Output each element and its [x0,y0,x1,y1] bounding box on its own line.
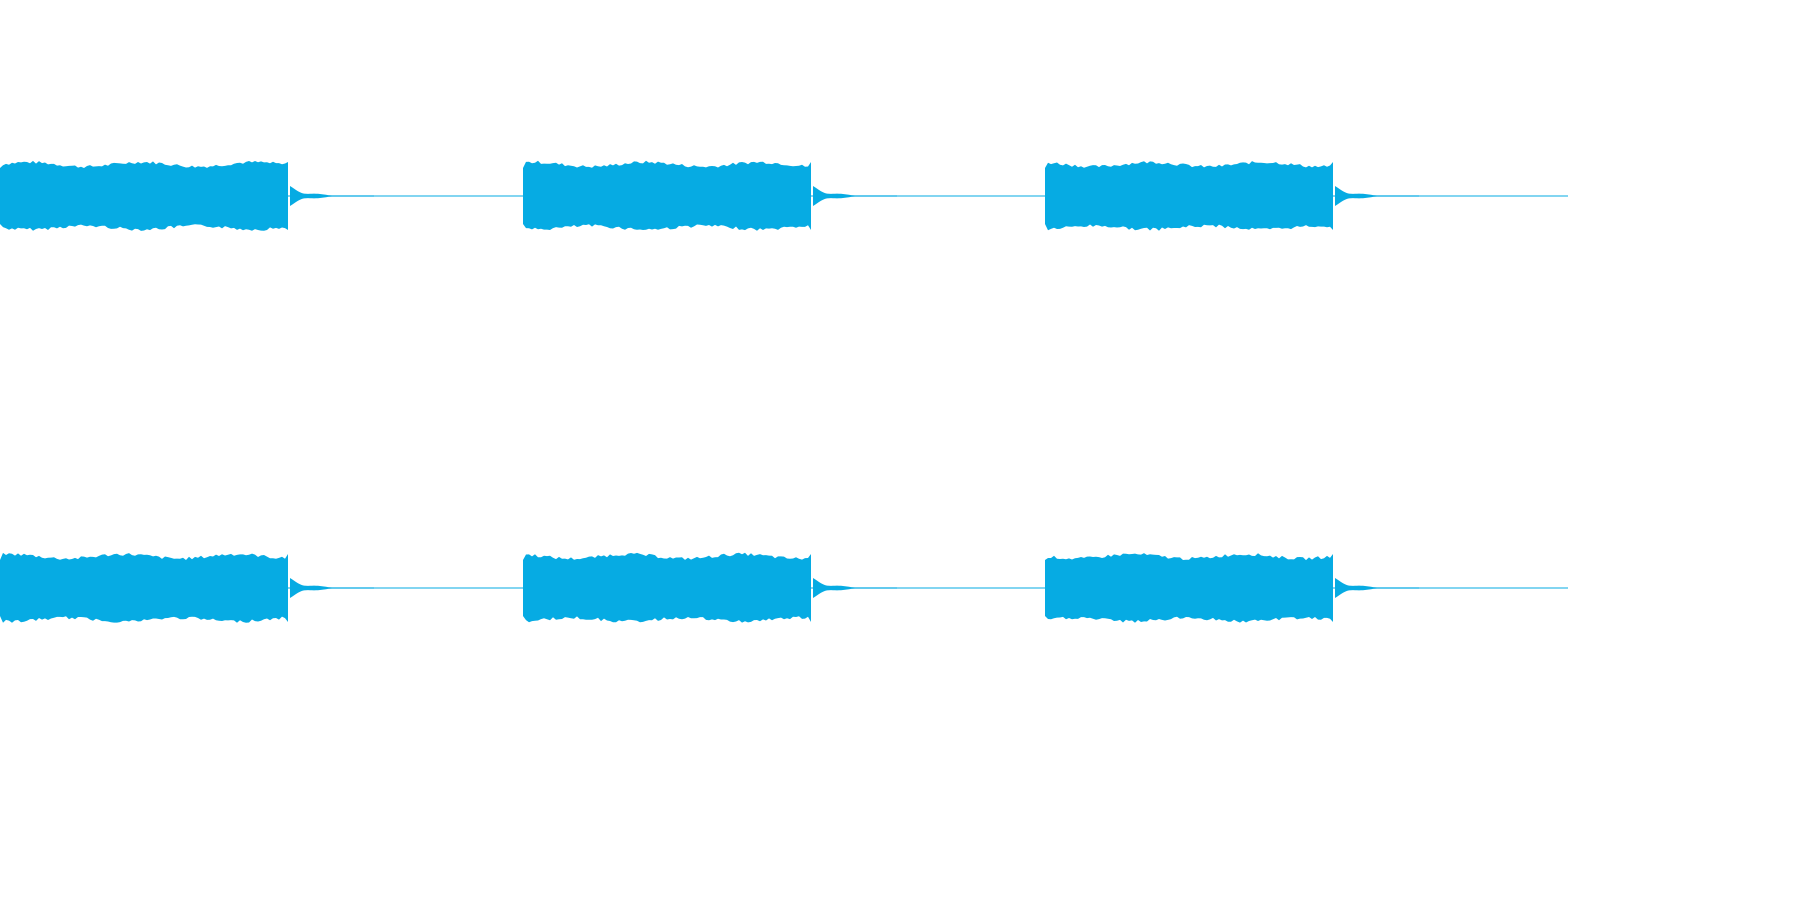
beep-burst [0,160,288,231]
beep-tail [1335,578,1419,598]
beep-burst [523,160,811,231]
channel-left [0,160,1568,231]
beep-tail [813,186,897,206]
beep-burst [523,552,811,623]
beep-tail [290,578,374,598]
channel-right [0,552,1568,623]
beep-tail [290,186,374,206]
beep-burst [1045,161,1333,231]
beep-tail [1335,186,1419,206]
waveform-view [0,160,1568,623]
beep-burst [0,552,288,623]
beep-burst [1045,553,1333,623]
stereo-waveform [0,160,1568,623]
beep-tail [813,578,897,598]
